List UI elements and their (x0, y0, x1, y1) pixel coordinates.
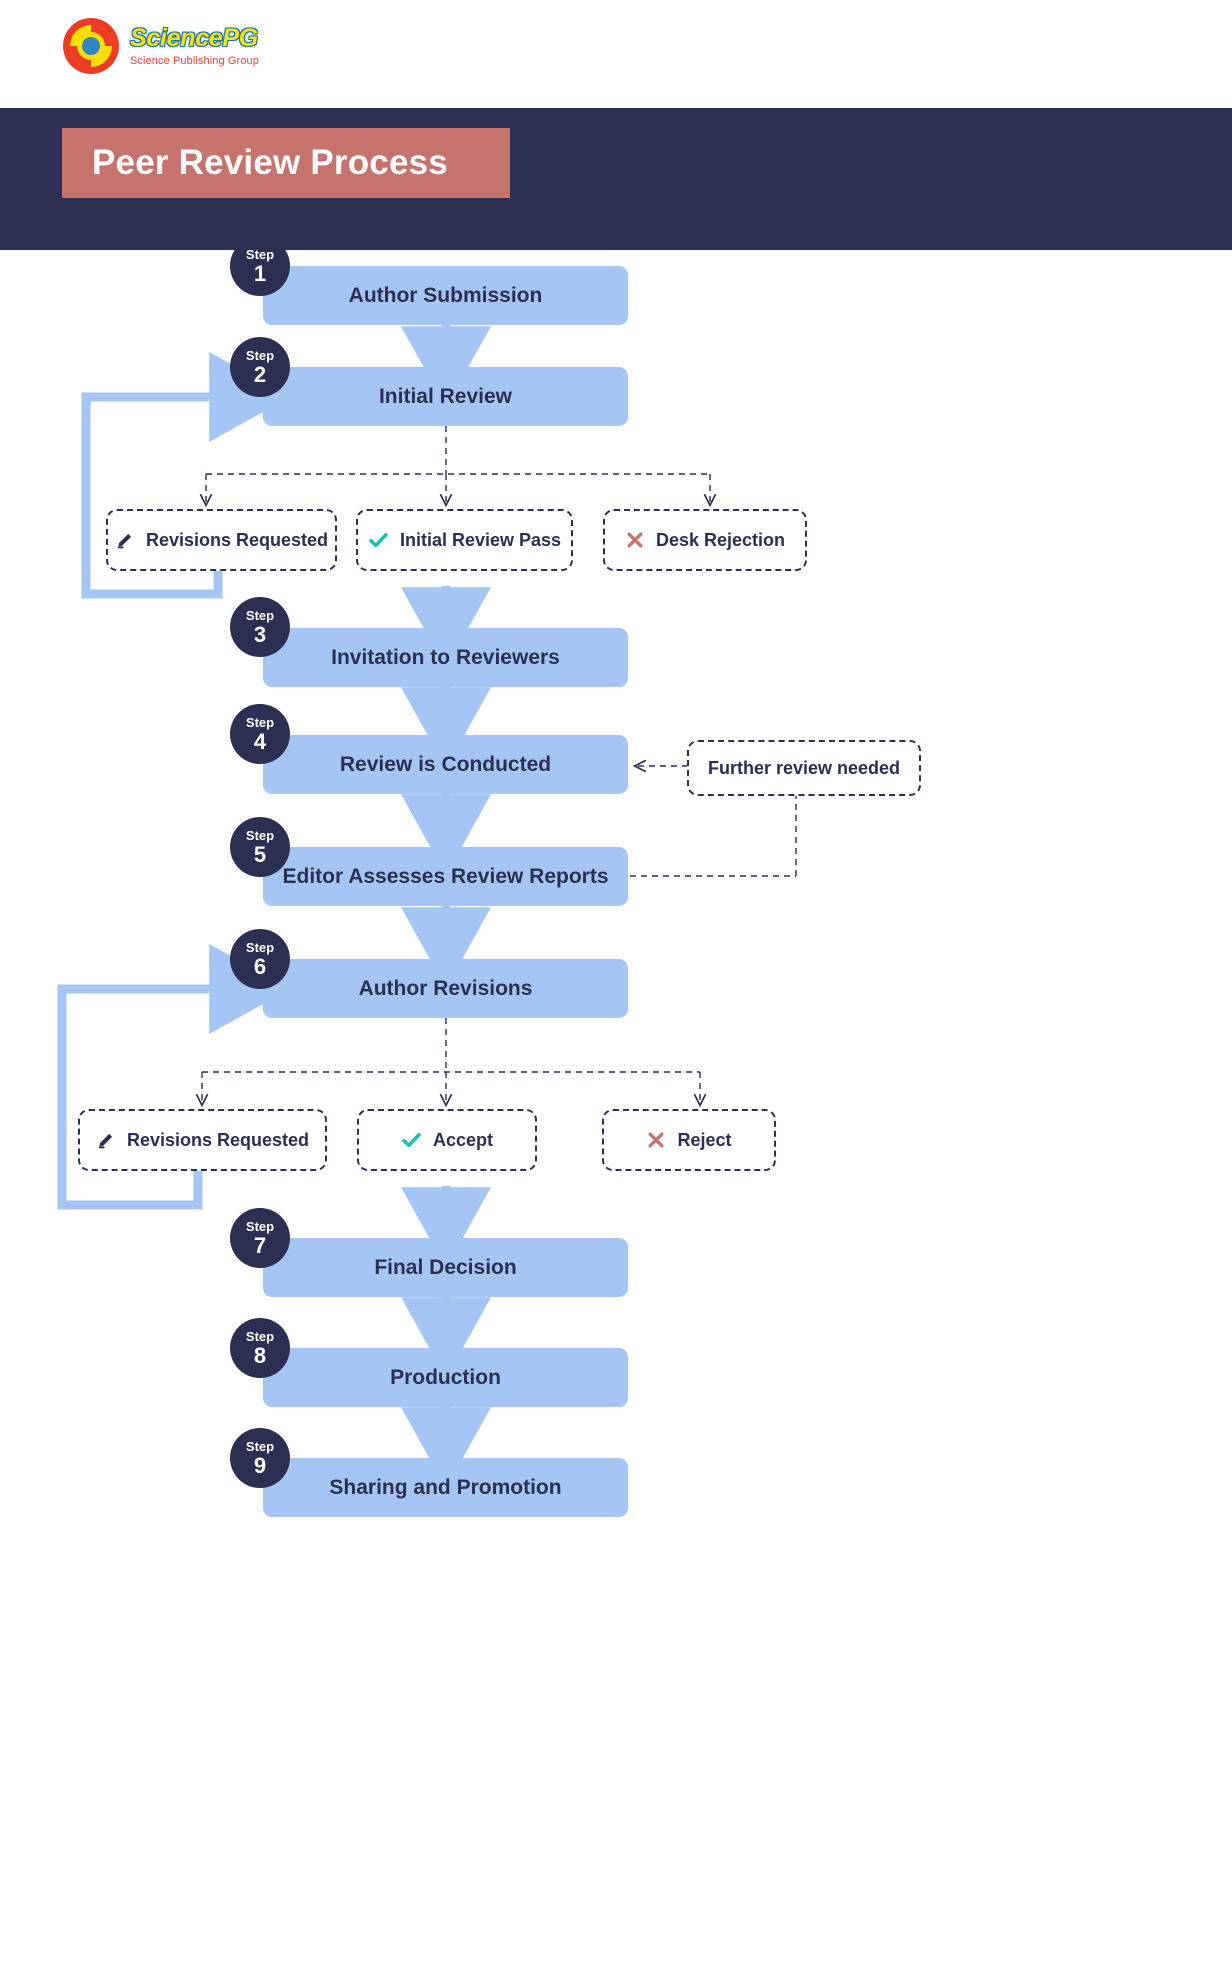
step-badge-3: Step 3 (230, 597, 290, 657)
step-node-label: Editor Assesses Review Reports (282, 864, 609, 888)
branch-box-label: Accept (432, 1129, 494, 1150)
step-badge-4: Step 4 (230, 704, 290, 764)
branch-box-revisions-requested-1[interactable]: Revisions Requested (106, 509, 337, 571)
page-title: Peer Review Process (92, 143, 448, 182)
step-badge-label: Step (245, 1438, 275, 1454)
sciencepg-circular-logo (62, 17, 120, 75)
brand-bar: SciencePG Science Publishing Group (0, 0, 1232, 108)
step-node-author-submission[interactable]: Author Submission (263, 266, 628, 325)
brand-tagline: Science Publishing Group (130, 54, 259, 67)
step-badge-label: Step (245, 714, 275, 730)
step-node-label: Production (390, 1365, 501, 1389)
side-note-label: Further review needed (707, 757, 901, 778)
branch-box-label: Desk Rejection (655, 529, 786, 550)
check-icon (401, 1130, 422, 1151)
branch-box-initial-review-pass[interactable]: Initial Review Pass (356, 509, 573, 571)
step-badge-label: Step (245, 827, 275, 843)
step-node-label: Initial Review (378, 384, 513, 408)
step-badge-6: Step 6 (230, 929, 290, 989)
sciencepg-logo[interactable]: SciencePG Science Publishing Group (62, 17, 259, 75)
step-node-author-revisions[interactable]: Author Revisions (263, 959, 628, 1018)
branch-box-label: Revisions Requested (126, 1129, 310, 1150)
branch-box-accept[interactable]: Accept (357, 1109, 537, 1171)
step-node-final-decision[interactable]: Final Decision (263, 1238, 628, 1297)
branch-box-revisions-requested-2[interactable]: Revisions Requested (78, 1109, 327, 1171)
step-badge-2: Step 2 (230, 337, 290, 397)
step-node-invitation-to-reviewers[interactable]: Invitation to Reviewers (263, 628, 628, 687)
step-node-label: Sharing and Promotion (329, 1475, 562, 1499)
step-badge-label: Step (245, 607, 275, 623)
branch-box-desk-rejection[interactable]: Desk Rejection (603, 509, 807, 571)
step-badge-8: Step 8 (230, 1318, 290, 1378)
step-badge-number: 1 (253, 260, 267, 286)
step-badge-label: Step (245, 1218, 275, 1234)
step-badge-1: Step 1 (230, 236, 290, 296)
cross-icon (625, 530, 645, 550)
pencil-icon (115, 530, 135, 550)
step-badge-label: Step (245, 939, 275, 955)
side-note-further-review-needed[interactable]: Further review needed (687, 740, 921, 796)
branch-box-label: Revisions Requested (145, 529, 329, 550)
step-badge-label: Step (245, 246, 275, 262)
step-badge-number: 8 (253, 1342, 267, 1368)
step-badge-number: 4 (253, 728, 267, 754)
step-badge-label: Step (245, 347, 275, 363)
step-node-production[interactable]: Production (263, 1348, 628, 1407)
step-node-label: Author Submission (348, 283, 543, 307)
branch-box-reject[interactable]: Reject (602, 1109, 776, 1171)
step-badge-7: Step 7 (230, 1208, 290, 1268)
pencil-icon (96, 1130, 116, 1150)
step-badge-number: 2 (253, 361, 267, 387)
step-node-initial-review[interactable]: Initial Review (263, 367, 628, 426)
step-badge-5: Step 5 (230, 817, 290, 877)
step-node-review-is-conducted[interactable]: Review is Conducted (263, 735, 628, 794)
step-badge-number: 5 (253, 841, 267, 867)
step-node-label: Author Revisions (358, 976, 533, 1000)
step-badge-9: Step 9 (230, 1428, 290, 1488)
step-node-sharing-and-promotion[interactable]: Sharing and Promotion (263, 1458, 628, 1517)
step-badge-number: 3 (253, 621, 267, 647)
page-title-box: Peer Review Process (62, 128, 510, 198)
step-badge-number: 7 (253, 1232, 267, 1258)
step-node-label: Invitation to Reviewers (331, 645, 560, 669)
step-node-label: Final Decision (374, 1255, 517, 1279)
cross-icon (646, 1130, 666, 1150)
brand-name: SciencePG (130, 23, 258, 52)
step-badge-label: Step (245, 1328, 275, 1344)
check-icon (368, 530, 389, 551)
step-node-label: Review is Conducted (339, 752, 552, 776)
step-badge-number: 6 (253, 953, 267, 979)
step-badge-number: 9 (253, 1452, 267, 1478)
step-node-editor-assesses-review-reports[interactable]: Editor Assesses Review Reports (263, 847, 628, 906)
branch-box-label: Initial Review Pass (399, 529, 562, 550)
branch-box-label: Reject (677, 1129, 732, 1150)
